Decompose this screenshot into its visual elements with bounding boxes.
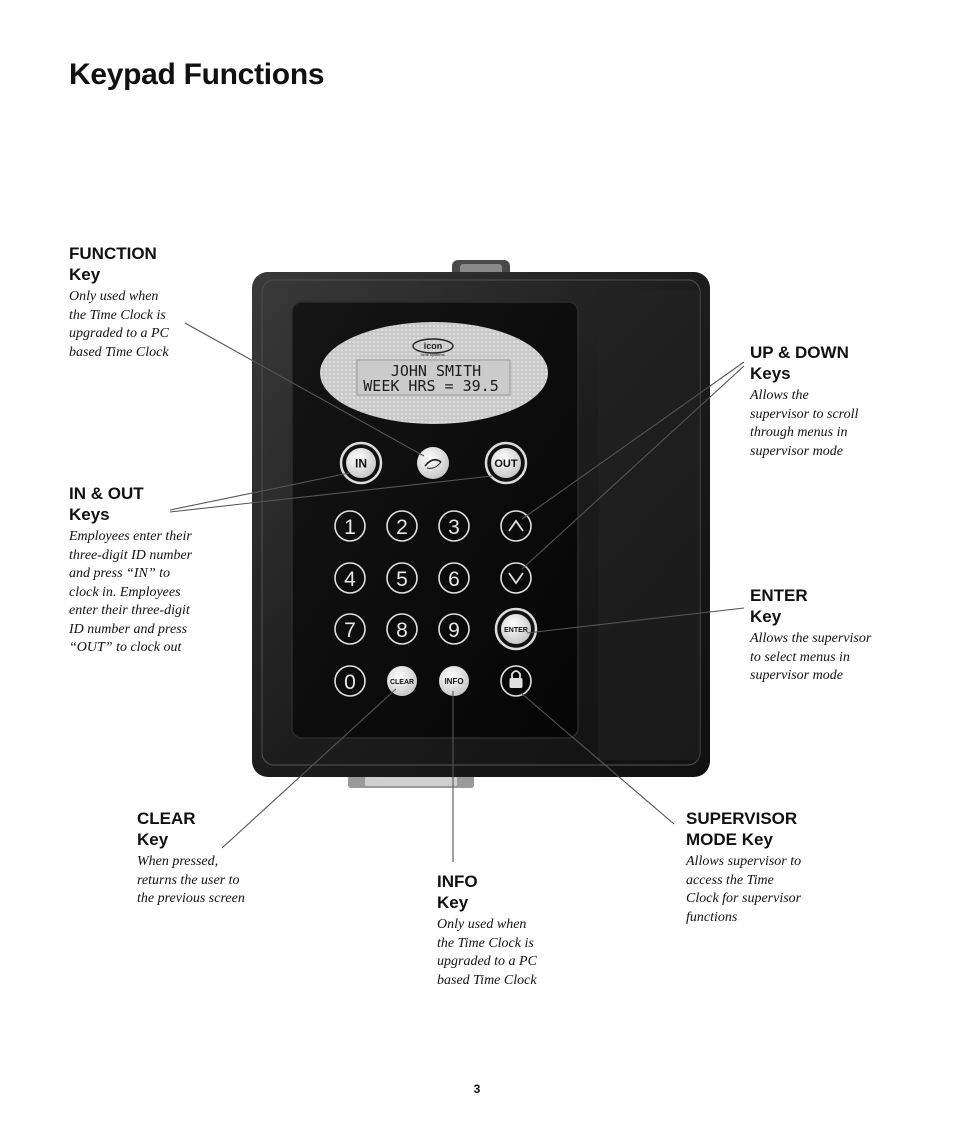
description-line: three-digit ID number bbox=[69, 547, 193, 563]
description-line: supervisor mode bbox=[750, 443, 843, 459]
callout-heading: Keys bbox=[750, 364, 791, 383]
description-line: the previous screen bbox=[137, 891, 245, 906]
in-out-keys-callout: IN & OUT Keys Employees enter their three… bbox=[69, 483, 192, 658]
description-line: upgraded to a PC bbox=[437, 954, 537, 969]
callout-heading: SUPERVISOR bbox=[686, 809, 798, 828]
callout-heading: Key bbox=[750, 607, 782, 626]
description-line: Only used when bbox=[437, 917, 527, 932]
info-key-callout: INFO Key Only used when the Time Clock is… bbox=[437, 871, 537, 990]
svg-text:OUT: OUT bbox=[494, 458, 518, 470]
callout-description: When pressed, returns the user to the prev… bbox=[137, 853, 245, 909]
description-line: access the Time bbox=[686, 872, 774, 888]
callout-description: Employees enter their three-digit ID numb… bbox=[69, 528, 192, 658]
description-line: returns the user to bbox=[137, 872, 240, 888]
key-3[interactable]: 3 bbox=[448, 516, 460, 539]
description-line: enter their three-digit bbox=[69, 603, 190, 618]
description-line: clock in. Employees bbox=[69, 584, 181, 600]
description-line: functions bbox=[686, 909, 738, 925]
callout-heading: IN & OUT bbox=[69, 484, 144, 503]
up-key[interactable] bbox=[500, 510, 532, 542]
svg-text:INFO: INFO bbox=[444, 677, 463, 686]
description-line: the Time Clock is bbox=[437, 935, 534, 951]
callout-heading: Key bbox=[137, 830, 169, 849]
page-number: 3 bbox=[473, 1082, 481, 1096]
callout-heading: ENTER bbox=[750, 586, 808, 605]
description-line: upgraded to a PC bbox=[69, 326, 169, 341]
info-key[interactable]: INFO bbox=[439, 666, 469, 696]
description-line: Clock for supervisor bbox=[686, 891, 802, 906]
lcd-line-1: JOHN SMITH bbox=[391, 362, 481, 380]
chevron-down-icon bbox=[508, 572, 524, 585]
lcd-line-2: WEEK HRS = 39.5 bbox=[363, 377, 498, 395]
up-down-keys-callout: UP & DOWN Keys Allows the supervisor to s… bbox=[750, 342, 858, 461]
description-line: Only used when bbox=[69, 289, 159, 304]
digit-keys[interactable] bbox=[334, 510, 470, 697]
key-1[interactable]: 1 bbox=[344, 516, 356, 539]
in-key[interactable]: IN bbox=[339, 441, 383, 485]
description-line: ID number and press bbox=[69, 621, 188, 637]
function-icon bbox=[424, 458, 442, 467]
callout-heading: UP & DOWN bbox=[750, 343, 849, 362]
description-line: Allows supervisor to bbox=[686, 854, 802, 869]
callout-description: Allows the supervisor to select menus in s… bbox=[750, 630, 871, 686]
supervisor-mode-key[interactable] bbox=[500, 665, 532, 697]
callout-description: Only used when the Time Clock is upgraded … bbox=[69, 288, 169, 362]
key-4[interactable]: 4 bbox=[344, 568, 356, 591]
description-line: supervisor mode bbox=[750, 668, 843, 683]
callout-heading: MODE Key bbox=[686, 830, 773, 849]
description-line: to select menus in bbox=[750, 649, 850, 665]
clear-key[interactable]: CLEAR bbox=[387, 666, 417, 696]
key-0[interactable]: 0 bbox=[344, 671, 356, 694]
description-line: When pressed, bbox=[137, 854, 219, 869]
callout-heading: FUNCTION bbox=[69, 244, 157, 263]
function-key[interactable] bbox=[417, 447, 449, 479]
key-5[interactable]: 5 bbox=[396, 568, 408, 591]
out-key[interactable]: OUT bbox=[484, 441, 528, 485]
description-line: “OUT” to clock out bbox=[69, 640, 182, 655]
description-line: Employees enter their bbox=[69, 529, 192, 544]
clear-key-callout: CLEAR Key When pressed, returns the user … bbox=[137, 808, 245, 909]
icon-logo: icon time systems bbox=[412, 338, 454, 357]
lock-icon bbox=[509, 678, 523, 688]
down-key[interactable] bbox=[500, 562, 532, 594]
description-line: and press “IN” to bbox=[69, 566, 171, 581]
description-line: based Time Clock bbox=[437, 972, 537, 988]
lcd-display bbox=[356, 359, 511, 396]
description-line: Allows the bbox=[750, 388, 809, 403]
callout-heading: Key bbox=[437, 893, 469, 912]
svg-text:icon: icon bbox=[424, 341, 443, 351]
supervisor-mode-key-callout: SUPERVISOR MODE Key Allows supervisor to… bbox=[686, 808, 801, 927]
callout-heading: Keys bbox=[69, 505, 110, 524]
description-line: supervisor to scroll bbox=[750, 406, 859, 422]
key-2[interactable]: 2 bbox=[396, 516, 408, 539]
enter-key[interactable]: ENTER bbox=[494, 607, 538, 651]
description-line: the Time Clock is bbox=[69, 307, 166, 323]
leader-lines bbox=[169, 322, 745, 862]
key-9[interactable]: 9 bbox=[448, 619, 460, 642]
key-7[interactable]: 7 bbox=[344, 619, 356, 642]
svg-text:time systems: time systems bbox=[421, 352, 444, 357]
key-6[interactable]: 6 bbox=[448, 568, 460, 591]
callout-description: Allows the supervisor to scroll through me… bbox=[750, 387, 858, 461]
description-line: based Time Clock bbox=[69, 344, 169, 360]
svg-text:ENTER: ENTER bbox=[504, 627, 528, 634]
page-title: Keypad Functions bbox=[69, 58, 325, 91]
chevron-up-icon bbox=[508, 519, 524, 532]
description-line: through menus in bbox=[750, 425, 848, 440]
callout-heading: INFO bbox=[437, 872, 478, 891]
enter-key-callout: ENTER Key Allows the supervisor to select… bbox=[750, 585, 871, 686]
function-key-callout: FUNCTION Key Only used when the Time Cloc… bbox=[69, 243, 169, 362]
callout-heading: Key bbox=[69, 265, 101, 284]
key-8[interactable]: 8 bbox=[396, 619, 408, 642]
svg-text:CLEAR: CLEAR bbox=[390, 679, 414, 686]
callout-heading: CLEAR bbox=[137, 809, 196, 828]
description-line: Allows the supervisor bbox=[750, 631, 872, 646]
callout-description: Only used when the Time Clock is upgraded … bbox=[437, 916, 537, 990]
svg-text:IN: IN bbox=[355, 457, 367, 471]
